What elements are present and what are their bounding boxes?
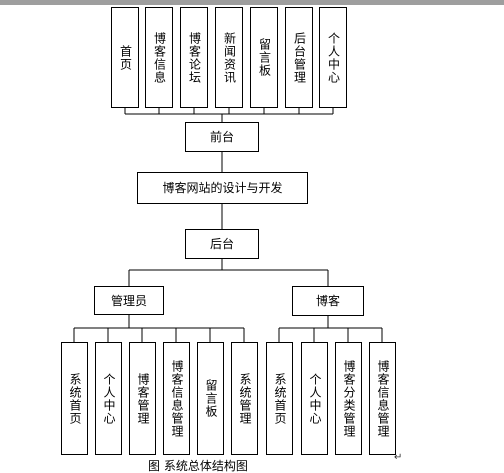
front-module-label: 留言板 <box>257 38 272 77</box>
admin-module-blog-manage: 博客管理 <box>129 342 156 455</box>
admin-module-label: 系统管理 <box>238 372 252 425</box>
front-module-news: 新闻资讯 <box>215 7 243 108</box>
back-node: 后台 <box>185 229 259 259</box>
front-module-label: 博客信息 <box>152 31 167 84</box>
blogger-module-blog-info-manage: 博客信息管理 <box>369 342 396 455</box>
figure-caption: 图 系统总体结构图 <box>148 459 248 473</box>
blogger-module-label: 系统首页 <box>273 372 287 425</box>
front-module-guestbook: 留言板 <box>250 7 278 108</box>
front-module-label: 后台管理 <box>292 31 307 84</box>
front-node: 前台 <box>185 122 259 152</box>
admin-module-sys-manage: 系统管理 <box>231 342 258 455</box>
front-module-home: 首页 <box>111 7 139 108</box>
blogger-module-label: 博客信息管理 <box>376 359 390 438</box>
paragraph-return-mark: ↵ <box>394 452 403 463</box>
admin-module-label: 博客管理 <box>136 372 150 425</box>
blogger-module-user-center: 个人中心 <box>301 342 328 455</box>
front-module-label: 博客论坛 <box>187 31 202 84</box>
admin-module-guestbook: 留言板 <box>197 342 224 455</box>
back-node-label: 后台 <box>209 237 234 251</box>
blogger-node: 博客 <box>292 286 364 316</box>
top-edge-bar <box>0 0 504 5</box>
admin-module-blog-info-manage: 博客信息管理 <box>163 342 190 455</box>
front-module-blog-forum: 博客论坛 <box>180 7 208 108</box>
admin-module-label: 留言板 <box>204 379 218 418</box>
front-module-label: 首页 <box>118 44 133 71</box>
front-module-backend-manage: 后台管理 <box>285 7 313 108</box>
admin-module-label: 博客信息管理 <box>170 359 184 438</box>
admin-module-label: 系统首页 <box>68 372 82 425</box>
blogger-module-sys-home: 系统首页 <box>266 342 293 455</box>
blogger-module-label: 个人中心 <box>308 372 322 425</box>
root-node: 博客网站的设计与开发 <box>137 172 308 204</box>
admin-module-user-center: 个人中心 <box>95 342 122 455</box>
blogger-node-label: 博客 <box>315 294 340 308</box>
front-node-label: 前台 <box>209 130 234 144</box>
admin-node-label: 管理员 <box>110 293 147 308</box>
front-module-label: 新闻资讯 <box>222 31 237 84</box>
admin-module-label: 个人中心 <box>102 372 116 425</box>
admin-module-sys-home: 系统首页 <box>61 342 88 455</box>
front-module-user-center: 个人中心 <box>319 7 347 108</box>
admin-node: 管理员 <box>94 286 164 315</box>
blogger-module-label: 博客分类管理 <box>342 359 356 438</box>
root-node-label: 博客网站的设计与开发 <box>162 181 283 195</box>
front-module-blog-info: 博客信息 <box>145 7 173 108</box>
front-module-label: 个人中心 <box>326 31 341 84</box>
blogger-module-category-manage: 博客分类管理 <box>335 342 362 455</box>
